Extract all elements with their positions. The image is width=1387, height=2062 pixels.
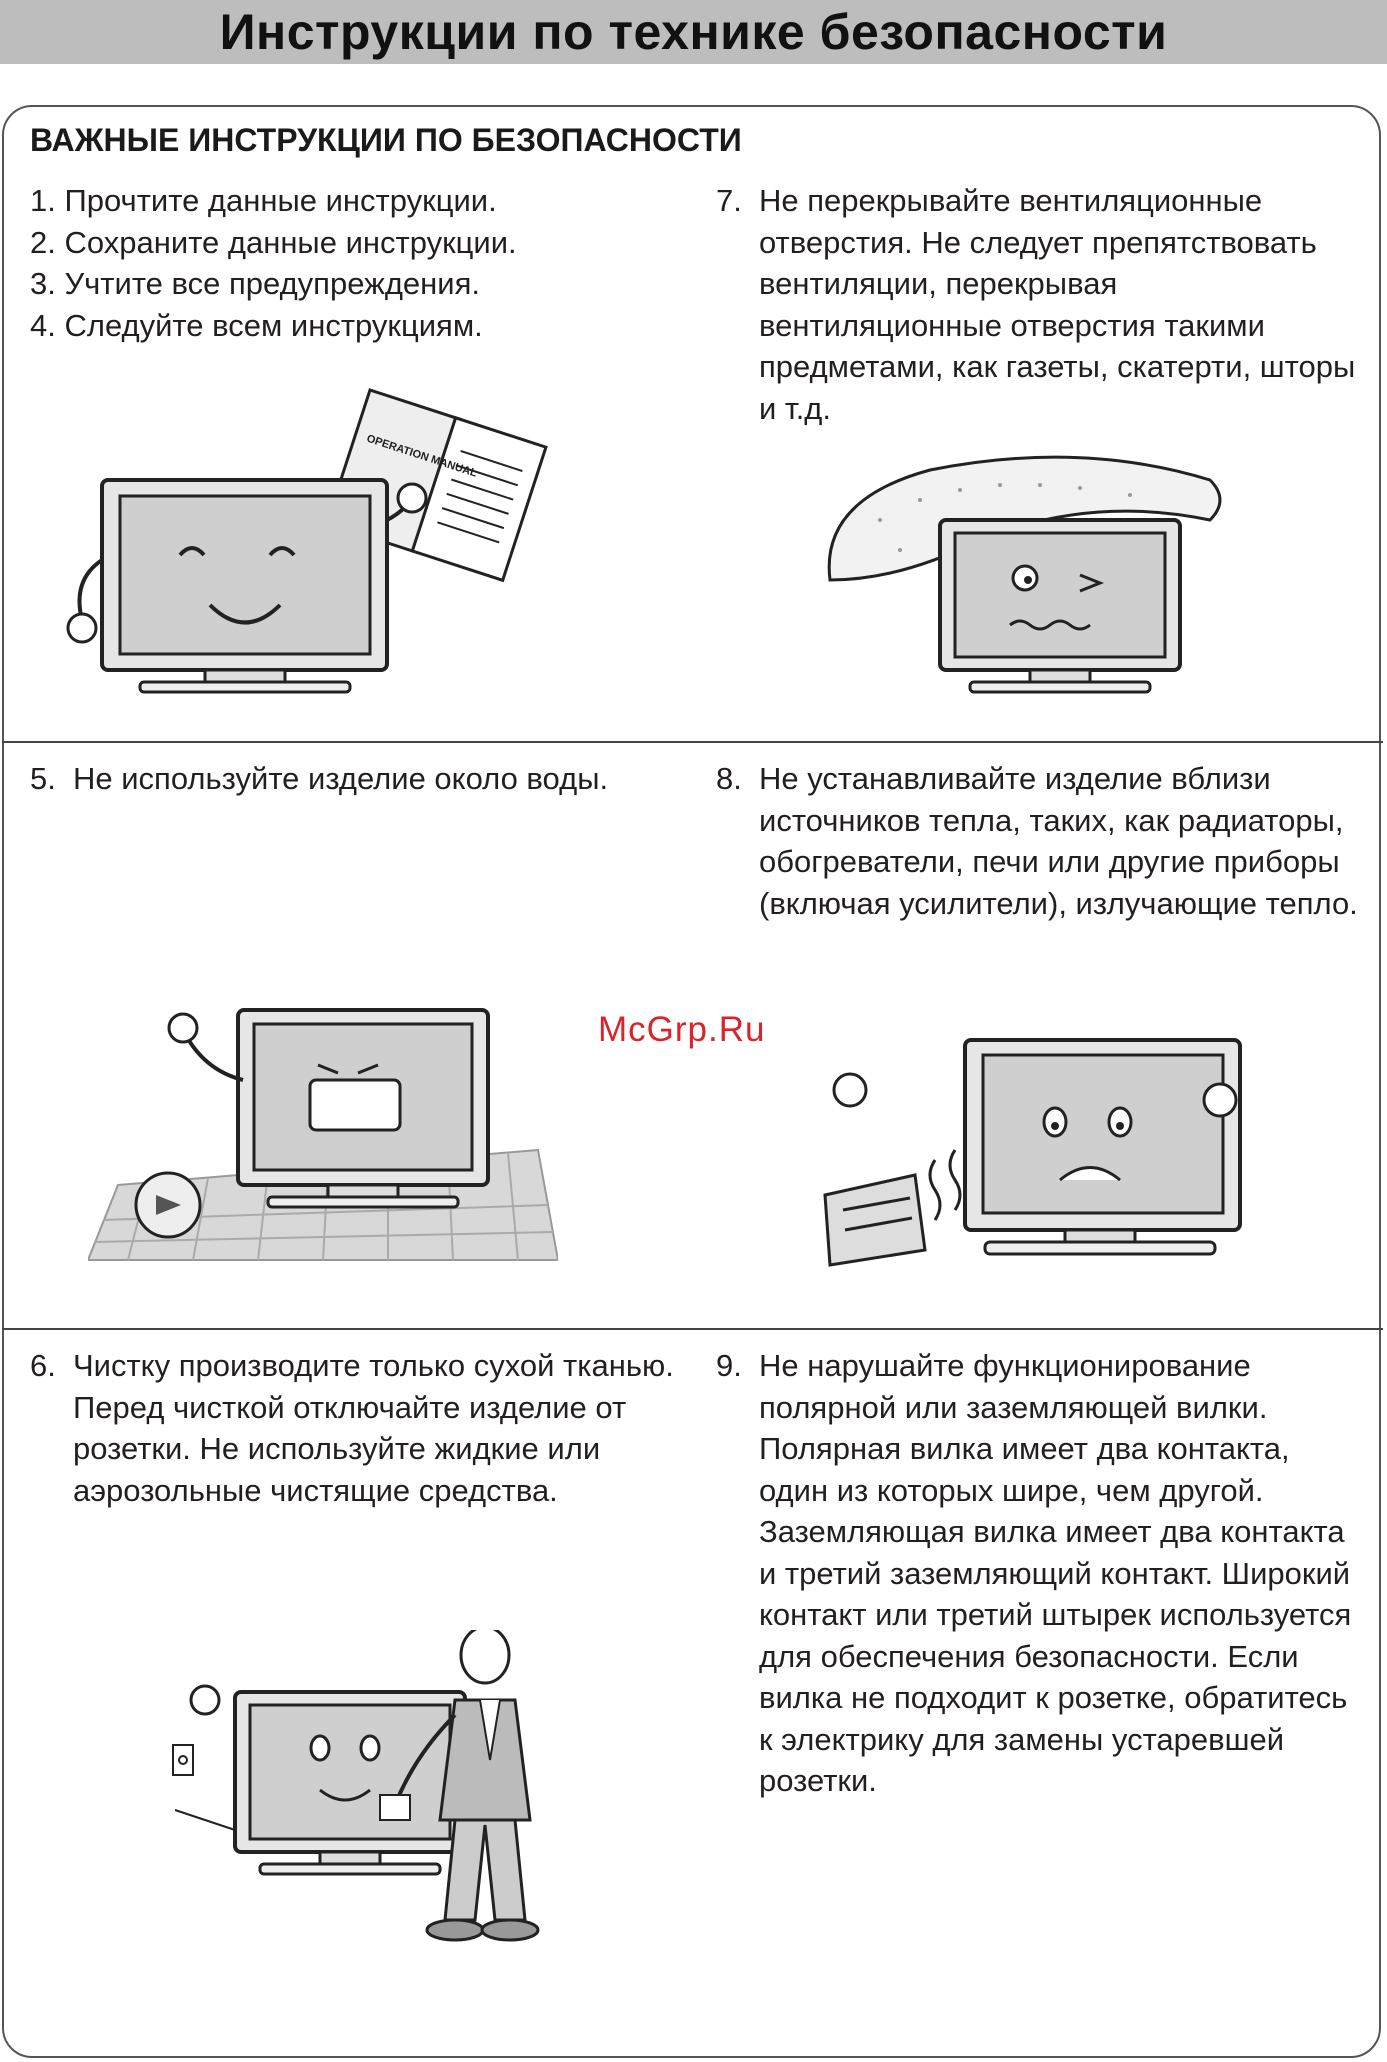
content-frame (2, 105, 1381, 2058)
title-bar: Инструкции по технике безопасности (0, 0, 1387, 64)
instruction-6: 6. Чистку производите только сухой тканью… (30, 1345, 690, 1511)
instruction-text: Не устанавливайте изделие вблизи источни… (759, 761, 1358, 921)
tv-near-water-illustration (88, 980, 558, 1270)
page-title: Инструкции по технике безопасности (219, 4, 1168, 60)
instruction-number: 7. (716, 183, 742, 218)
covered-tv-illustration (810, 430, 1250, 710)
instruction-7: 7. Не перекрывайте вентиляционные отверст… (716, 180, 1361, 429)
instruction-9: 9. Не нарушайте функционирование полярной… (716, 1345, 1361, 1802)
watermark: McGrp.Ru (598, 1010, 766, 1049)
cleaning-tv-illustration (155, 1630, 555, 1950)
tv-with-manual-illustration: OPERATION MANUAL (60, 380, 570, 700)
instruction-number: 6. (30, 1348, 56, 1383)
instructions-1-4: 1. Прочтите данные инструкции. 2. Сохран… (30, 180, 517, 346)
instruction-5: 5. Не используйте изделие около воды. (30, 758, 630, 800)
instruction-text: Не перекрывайте вентиляционные отверстия… (759, 183, 1356, 426)
section-divider (2, 1328, 1383, 1330)
instruction-number: 9. (716, 1348, 742, 1383)
instruction-text: Не нарушайте функционирование полярной и… (759, 1348, 1352, 1798)
instruction-text: Чистку производите только сухой тканью. … (73, 1348, 674, 1508)
instruction-1: 1. Прочтите данные инструкции. (30, 183, 497, 218)
instruction-3: 3. Учтите все предупреждения. (30, 266, 480, 301)
section-divider (2, 741, 1383, 743)
tv-near-heater-illustration (815, 1010, 1275, 1280)
section-heading: ВАЖНЫЕ ИНСТРУКЦИИ ПО БЕЗОПАСНОСТИ (30, 122, 742, 158)
instruction-number: 8. (716, 761, 742, 796)
instruction-8: 8. Не устанавливайте изделие вблизи источ… (716, 758, 1361, 924)
instruction-text: Не используйте изделие около воды. (73, 761, 609, 796)
instruction-number: 5. (30, 761, 56, 796)
instruction-2: 2. Сохраните данные инструкции. (30, 224, 517, 260)
instruction-4: 4. Следуйте всем инструкциям. (30, 307, 483, 343)
